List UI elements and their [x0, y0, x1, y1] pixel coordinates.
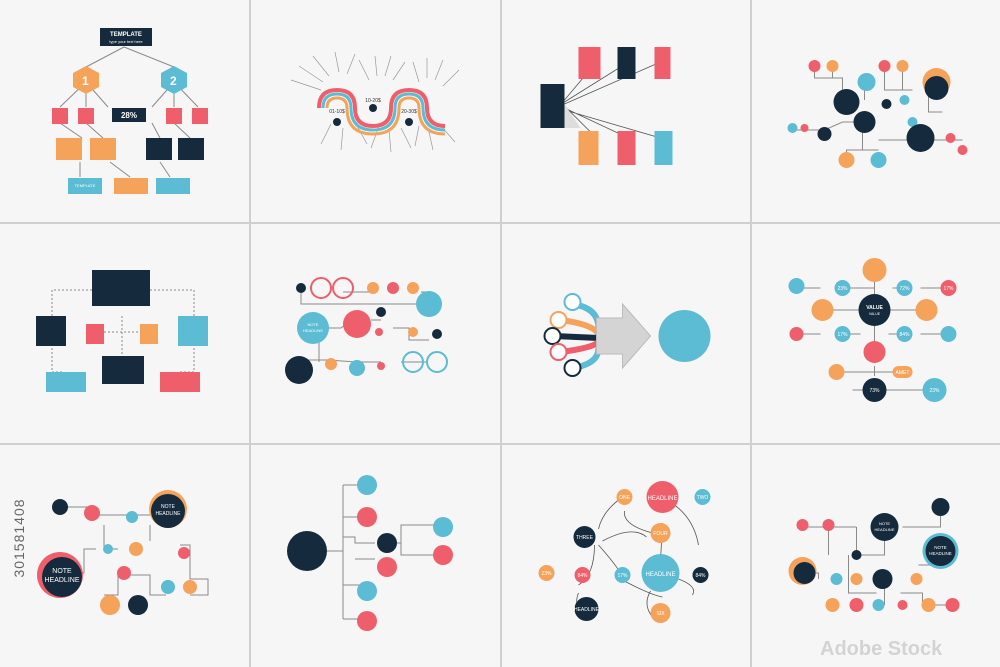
- range-label-1: 01-10$: [329, 109, 345, 115]
- note-network-diagram: NOTE HEADLINE NOTE HEADLINE: [37, 490, 209, 615]
- value-73: 73%: [869, 388, 880, 394]
- headline-label: HEADLINE: [303, 328, 323, 333]
- fanout-boxes-diagram: [540, 47, 673, 165]
- headline-bottom-left: HEADLINE: [574, 607, 600, 613]
- amet-badge: AMET: [896, 370, 910, 376]
- range-label-2: 10-20$: [365, 98, 381, 104]
- wave-timeline-diagram: 01-10$ 10-20$ 20-30$: [290, 51, 460, 153]
- note-network-2-diagram: NOTE HEADLINE NOTE HEADLINE: [788, 498, 960, 612]
- note-label-top: NOTE: [161, 504, 176, 510]
- panel-tree: [251, 445, 500, 667]
- watermark: Adobe Stock: [820, 638, 943, 660]
- range-label-3: 20-30$: [401, 109, 417, 115]
- value-17: 17%: [617, 573, 628, 579]
- panel-ring-flowchart: NOTE HEADLINE: [251, 224, 500, 443]
- value-subtitle: VALUE: [869, 312, 881, 316]
- panel-note-network: NOTE HEADLINE NOTE HEADLINE: [0, 445, 249, 667]
- headline-label-1: HEADLINE: [874, 527, 894, 532]
- value-84-right: 84%: [695, 573, 706, 579]
- box-label: TEMPLATE: [75, 183, 96, 188]
- stock-id-label: 301581408: [4, 430, 27, 660]
- panel-note-network-2: NOTE HEADLINE NOTE HEADLINE: [752, 445, 1000, 667]
- tree-diagram: [287, 475, 453, 631]
- value-17-top: 17%: [943, 286, 954, 292]
- label-six: SIX: [656, 611, 665, 617]
- value-23-bottom: 23%: [929, 388, 940, 394]
- note-label-1: NOTE: [879, 521, 890, 526]
- circle-network-1-diagram: [787, 60, 968, 168]
- hex-number-2: 2: [170, 74, 177, 88]
- value-84: 84%: [899, 332, 910, 338]
- panel-funnel-arrow: [502, 224, 750, 443]
- headline-top: HEADLINE: [647, 496, 677, 502]
- arrow-network-diagram: HEADLINE ONE TWO THREE FOUR HEADLINE 23%…: [538, 481, 711, 623]
- panel-arrow-network: HEADLINE ONE TWO THREE FOUR HEADLINE 23%…: [502, 445, 750, 667]
- note-label: NOTE: [307, 322, 318, 327]
- panel-circle-network-1: [752, 0, 1000, 222]
- headline-label-top: HEADLINE: [155, 511, 181, 517]
- funnel-arrow-diagram: [543, 293, 711, 377]
- label-two: TWO: [697, 495, 709, 501]
- template-title: TEMPLATE: [110, 32, 142, 38]
- note-label-2: NOTE: [934, 545, 947, 550]
- panel-fanout-boxes: [502, 0, 750, 222]
- headline-label-2: HEADLINE: [929, 551, 952, 556]
- value-23: 23%: [541, 571, 552, 577]
- hex-number-1: 1: [82, 74, 89, 88]
- hierarchy-template-diagram: TEMPLATE type your text here 1 2 28% TEM…: [52, 28, 208, 194]
- label-one: ONE: [619, 495, 631, 501]
- ring-flowchart-diagram: NOTE HEADLINE: [285, 277, 448, 384]
- value-title: VALUE: [866, 305, 883, 311]
- panel-value-network: 23% 72% 17% VALUE VALUE 17% 84% AMET 73%: [752, 224, 1000, 443]
- value-network-diagram: 23% 72% 17% VALUE VALUE 17% 84% AMET 73%: [788, 258, 957, 402]
- note-label-main: NOTE: [52, 568, 72, 575]
- template-subtitle: type your text here: [109, 39, 143, 44]
- box-flowchart-diagram: [36, 270, 208, 392]
- value-84-left: 84%: [577, 573, 588, 579]
- headline-label-main: HEADLINE: [44, 577, 79, 584]
- percent-box: 28%: [121, 111, 137, 120]
- value-17-mid: 17%: [837, 332, 848, 338]
- label-four: FOUR: [653, 531, 668, 537]
- panel-hierarchy-template: TEMPLATE type your text here 1 2 28% TEM…: [0, 0, 249, 222]
- headline-mid: HEADLINE: [645, 572, 675, 578]
- panel-box-flowchart: [0, 224, 249, 443]
- value-72: 72%: [899, 286, 910, 292]
- label-three: THREE: [576, 535, 594, 541]
- stock-id-text: 301581408: [11, 498, 27, 578]
- value-23-top: 23%: [837, 286, 848, 292]
- panel-wave-timeline: 01-10$ 10-20$ 20-30$: [251, 0, 500, 222]
